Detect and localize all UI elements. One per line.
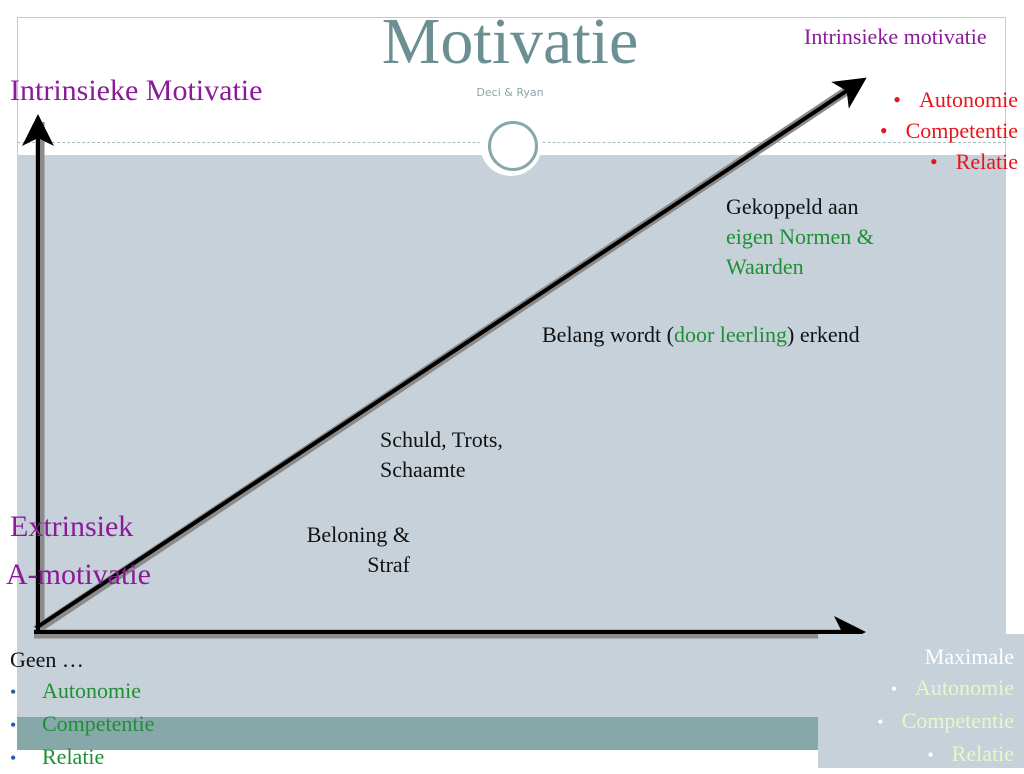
max-needs-box: Maximale •Autonomie •Competentie •Relati… <box>818 634 1024 768</box>
stage3-text-b: door leerling <box>673 322 787 347</box>
intrinsic-list: •Autonomie •Competentie •Relatie <box>880 84 1018 177</box>
bullet-icon: • <box>877 712 884 732</box>
stage3-text-c: ) erkend <box>787 322 860 347</box>
list-item: •Autonomie <box>880 84 1018 115</box>
slide-subtitle: Deci & Ryan <box>476 86 544 99</box>
list-item: •Autonomie <box>10 675 270 708</box>
amotivation-label: A-motivatie <box>6 558 151 591</box>
stage4-text-a: Gekoppeld aan <box>726 194 859 219</box>
stage-own-norms: Gekoppeld aan eigen Normen & Waarden <box>726 192 956 282</box>
bullet-icon: • <box>10 715 17 735</box>
intrinsic-box: Intrinsieke motivatie •Autonomie •Compet… <box>804 22 1024 174</box>
stage-recognized-importance: Belang wordt (door leerling) erkend <box>542 320 882 350</box>
stage-reward-punishment: Beloning & Straf <box>306 522 410 577</box>
no-needs-box: Geen … •Autonomie •Competentie •Relatie <box>10 645 270 774</box>
slide-title: Motivatie <box>381 5 639 78</box>
list-item: •Competentie <box>10 708 270 741</box>
list-item: •Competentie <box>877 705 1014 738</box>
bullet-icon: • <box>879 118 888 143</box>
extrinsic-label: Extrinsiek <box>10 510 134 543</box>
max-needs-heading: Maximale <box>924 644 1014 669</box>
no-needs-list: •Autonomie •Competentie •Relatie <box>10 675 270 774</box>
max-needs-list: •Autonomie •Competentie •Relatie <box>877 672 1014 771</box>
list-item: •Competentie <box>880 115 1018 146</box>
motivation-diagonal-arrow <box>34 77 867 630</box>
bullet-icon: • <box>893 87 901 112</box>
bullet-icon: • <box>10 748 17 768</box>
bullet-icon: • <box>890 679 897 699</box>
stage3-text-a: Belang wordt ( <box>542 322 674 347</box>
list-item: •Relatie <box>10 741 270 774</box>
bullet-icon: • <box>927 745 934 765</box>
list-item: •Relatie <box>880 146 1018 177</box>
stage4-text-b: eigen Normen & Waarden <box>726 224 874 279</box>
y-axis-label: Intrinsieke Motivatie <box>10 74 263 107</box>
bullet-icon: • <box>10 682 17 702</box>
stage-guilt-pride-shame: Schuld, Trots, Schaamte <box>380 427 503 482</box>
list-item: •Autonomie <box>877 672 1014 705</box>
title-ornament-ring <box>488 121 538 171</box>
no-needs-heading: Geen … <box>10 647 84 672</box>
bullet-icon: • <box>929 149 938 174</box>
intrinsic-heading: Intrinsieke motivatie <box>804 24 987 49</box>
list-item: •Relatie <box>877 738 1014 771</box>
